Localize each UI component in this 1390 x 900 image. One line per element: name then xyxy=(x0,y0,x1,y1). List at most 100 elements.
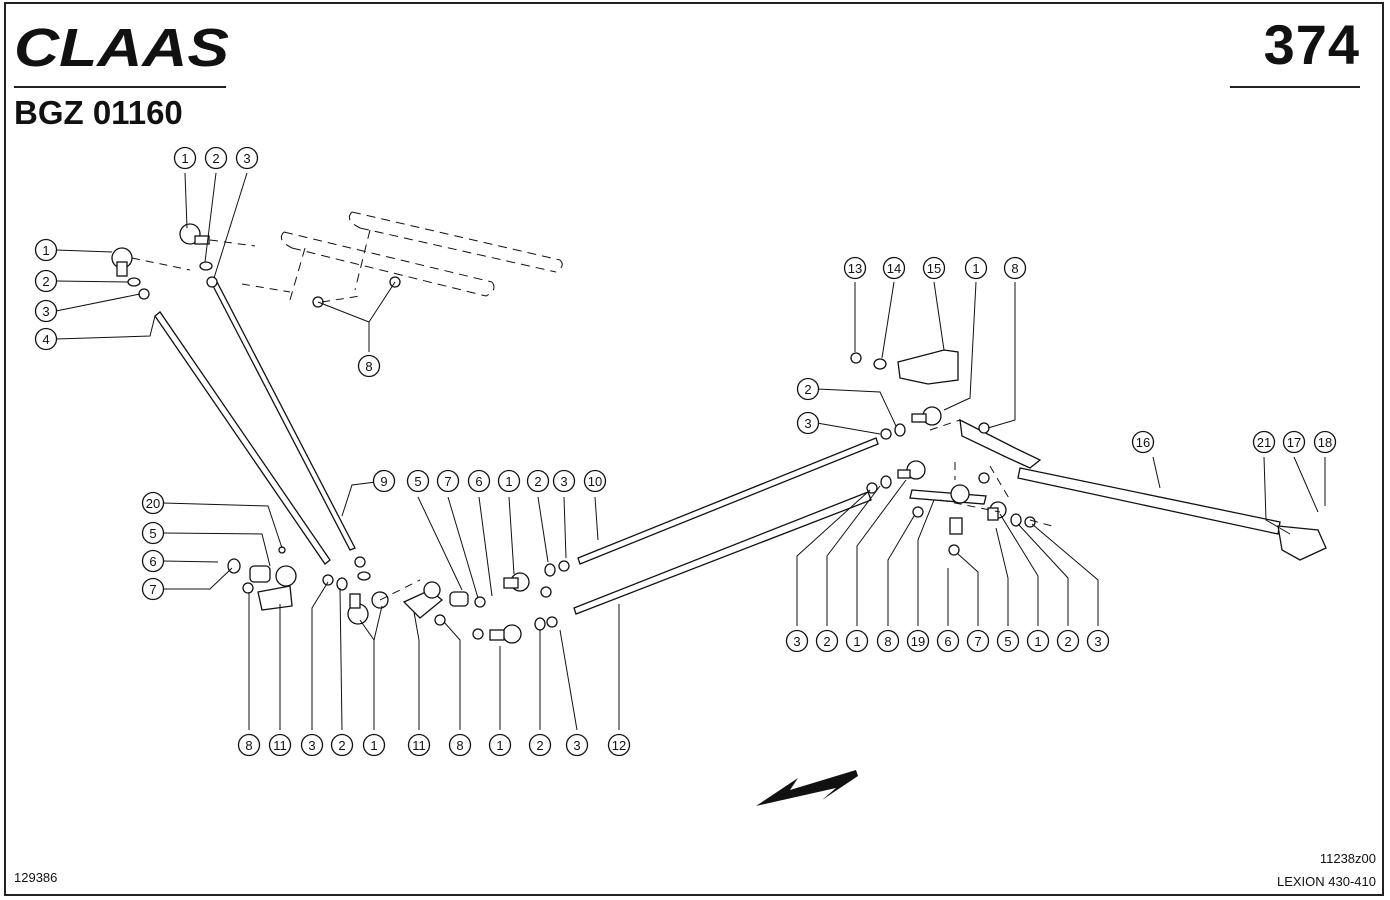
callout-label: 2 xyxy=(42,274,49,289)
callout-circle xyxy=(552,469,576,493)
callout-label: 12 xyxy=(612,738,626,753)
callout-label: 1 xyxy=(370,738,377,753)
callout-2: 2 xyxy=(796,377,820,401)
callout-12: 12 xyxy=(607,733,631,757)
callout-label: 17 xyxy=(1287,435,1301,450)
callout-6: 6 xyxy=(936,629,960,653)
callout-circle xyxy=(448,733,472,757)
callout-label: 19 xyxy=(911,634,925,649)
callout-circle xyxy=(141,521,165,545)
callout-label: 1 xyxy=(496,738,503,753)
callout-label: 7 xyxy=(974,634,981,649)
logo-underline xyxy=(14,86,226,88)
callout-8: 8 xyxy=(1003,256,1027,280)
callout-21: 21 xyxy=(1252,430,1276,454)
rod-4 xyxy=(154,311,331,565)
claas-logo-icon: CLAAS xyxy=(14,22,229,72)
callout-circle xyxy=(996,629,1020,653)
callout-8: 8 xyxy=(357,354,381,378)
callout-label: 5 xyxy=(149,526,156,541)
callout-1: 1 xyxy=(362,733,386,757)
callout-circle xyxy=(407,733,431,757)
callout-label: 14 xyxy=(887,261,901,276)
callout-4: 4 xyxy=(34,327,58,351)
callout-circle xyxy=(330,733,354,757)
callout-circle xyxy=(497,469,521,493)
callout-8: 8 xyxy=(448,733,472,757)
callout-label: 2 xyxy=(338,738,345,753)
callout-1: 1 xyxy=(34,238,58,262)
callout-label: 13 xyxy=(848,261,862,276)
callout-circle xyxy=(796,411,820,435)
callout-circle xyxy=(583,469,607,493)
callout-circle xyxy=(1313,430,1337,454)
callout-circle xyxy=(357,354,381,378)
callout-label: 1 xyxy=(853,634,860,649)
rods xyxy=(154,281,1327,615)
callout-label: 3 xyxy=(42,304,49,319)
callout-circle xyxy=(607,733,631,757)
callout-circle xyxy=(34,299,58,323)
callout-16: 16 xyxy=(1131,430,1155,454)
callout-5: 5 xyxy=(996,629,1020,653)
callout-label: 3 xyxy=(793,634,800,649)
callout-3: 3 xyxy=(300,733,324,757)
callout-2: 2 xyxy=(1056,629,1080,653)
callout-18: 18 xyxy=(1313,430,1337,454)
callout-label: 10 xyxy=(588,474,602,489)
callout-label: 8 xyxy=(884,634,891,649)
callout-label: 6 xyxy=(149,554,156,569)
callout-circle xyxy=(488,733,512,757)
callout-label: 15 xyxy=(927,261,941,276)
callout-circle xyxy=(1131,430,1155,454)
plate-19 xyxy=(909,489,987,505)
callout-circle xyxy=(966,629,990,653)
callout-circle xyxy=(964,256,988,280)
callout-circle xyxy=(204,146,228,170)
callout-circle xyxy=(141,491,165,515)
rod-12 xyxy=(573,491,872,615)
brand-logo-text: CLAAS xyxy=(14,22,229,72)
callout-circle xyxy=(906,629,930,653)
callout-label: 8 xyxy=(245,738,252,753)
callout-1: 1 xyxy=(964,256,988,280)
callout-label: 8 xyxy=(456,738,463,753)
callout-circle xyxy=(34,238,58,262)
callout-label: 11 xyxy=(273,738,287,753)
page-number: 374 xyxy=(1263,13,1360,76)
callout-circle xyxy=(34,327,58,351)
callout-circle xyxy=(362,733,386,757)
callout-3: 3 xyxy=(565,733,589,757)
callout-circle xyxy=(372,469,396,493)
callout-label: 16 xyxy=(1136,435,1150,450)
callout-label: 2 xyxy=(534,474,541,489)
callout-circle xyxy=(237,733,261,757)
callout-label: 7 xyxy=(149,582,156,597)
callout-10: 10 xyxy=(583,469,607,493)
callout-circle xyxy=(141,549,165,573)
callout-2: 2 xyxy=(204,146,228,170)
callout-circle xyxy=(845,629,869,653)
hinge-21 xyxy=(1277,525,1327,561)
callout-label: 11 xyxy=(412,738,426,753)
rod-16 xyxy=(1017,467,1281,535)
callout-label: 6 xyxy=(944,634,951,649)
callout-circle xyxy=(1026,629,1050,653)
callout-label: 9 xyxy=(380,474,387,489)
direction-arrow-icon xyxy=(756,770,858,806)
callout-label: 7 xyxy=(444,474,451,489)
callout-circle xyxy=(1252,430,1276,454)
callout-circle xyxy=(1086,629,1110,653)
callout-label: 21 xyxy=(1257,435,1271,450)
callout-label: 8 xyxy=(1011,261,1018,276)
callout-8: 8 xyxy=(876,629,900,653)
callout-6: 6 xyxy=(141,549,165,573)
callout-circle xyxy=(936,629,960,653)
callout-circle xyxy=(141,577,165,601)
callout-15: 15 xyxy=(922,256,946,280)
callout-19: 19 xyxy=(906,629,930,653)
footer-code: 129386 xyxy=(14,870,58,885)
callout-label: 2 xyxy=(536,738,543,753)
